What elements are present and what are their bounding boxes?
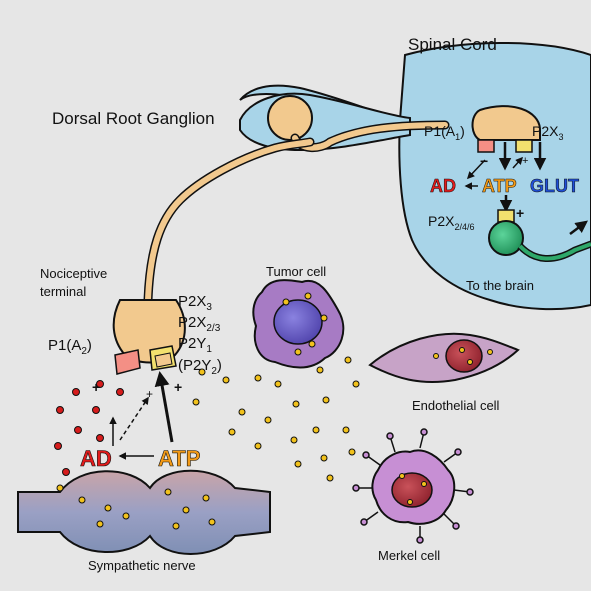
receptor-icon xyxy=(515,139,533,153)
merkel-cell xyxy=(352,428,474,544)
sc-atp-label: ATP xyxy=(482,176,517,196)
atp-molecules xyxy=(56,292,493,530)
p2y1-label: P2Y1 xyxy=(178,335,212,355)
tumor-cell xyxy=(252,279,345,369)
arrow-icon xyxy=(119,396,149,441)
arrow-icon xyxy=(569,220,588,235)
spinal-cord-label: Spinal Cord xyxy=(408,35,497,54)
peripheral-arrows xyxy=(109,371,174,460)
arrow-icon xyxy=(466,159,486,180)
sc-plus-sign-small: + xyxy=(522,155,528,167)
drg-label: Dorsal Root Ganglion xyxy=(52,109,215,128)
ad-molecules xyxy=(54,380,124,476)
sympathetic-nerve xyxy=(17,469,271,555)
endothelial-cell-label: Endothelial cell xyxy=(412,398,500,413)
p1-a2-label: P1(A2) xyxy=(48,337,92,357)
endothelial-cell xyxy=(368,332,520,383)
sc-p2x246-label: P2X2/4/6 xyxy=(428,213,475,232)
peripheral-terminal xyxy=(112,299,186,375)
central-terminal xyxy=(466,105,591,263)
p2x23-label: P2X2/3 xyxy=(178,314,221,334)
merkel-cell-label: Merkel cell xyxy=(378,548,440,563)
to-brain-label: To the brain xyxy=(466,278,534,293)
sympathetic-nerve-label: Sympathetic nerve xyxy=(88,558,196,573)
sc-glut-label: GLUT xyxy=(530,176,579,196)
sc-p2x3-label: P2X3 xyxy=(532,123,563,142)
arrow-icon xyxy=(154,371,174,443)
arrow-icon xyxy=(512,156,524,169)
plus-sign-dashed: + xyxy=(146,387,153,401)
nociceptive-label: Nociceptive xyxy=(40,266,107,281)
plus-sign-p1: + xyxy=(92,379,100,395)
sc-ad-label: AD xyxy=(430,176,456,196)
terminal-label: terminal xyxy=(40,284,86,299)
tumor-cell-label: Tumor cell xyxy=(266,264,326,279)
p2y2-label: (P2Y2) xyxy=(178,357,222,377)
p2x3-label: P2X3 xyxy=(178,293,212,313)
ad-label: AD xyxy=(80,446,112,471)
receptor-icon xyxy=(477,139,495,153)
plus-sign-p2: + xyxy=(174,379,182,395)
receptor-icon xyxy=(114,349,141,375)
sc-p1-a1-label: P1(A1) xyxy=(424,123,465,142)
nociceptive-axon xyxy=(143,120,450,305)
postsynaptic-neuron xyxy=(488,220,524,256)
sc-plus-sign: + xyxy=(516,205,524,221)
atp-label: ATP xyxy=(158,446,200,471)
sc-minus-sign: − xyxy=(480,153,488,169)
